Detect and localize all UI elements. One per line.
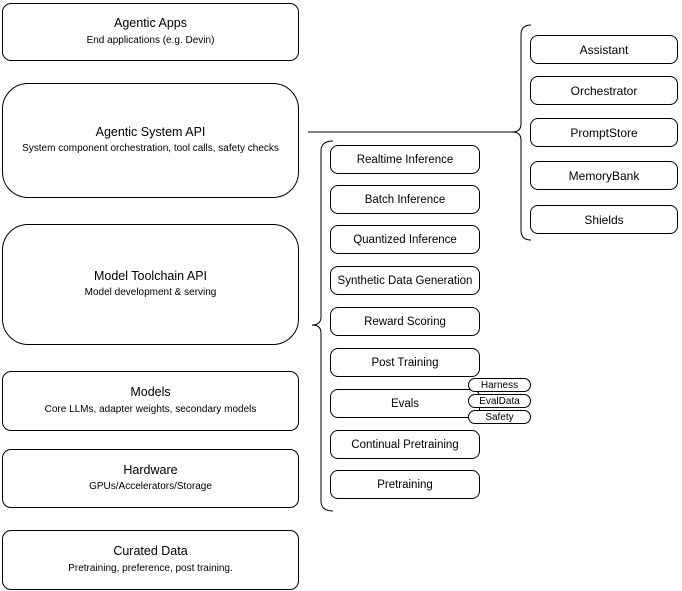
component-box-assistant: Assistant	[530, 35, 678, 64]
layer-title: Model Toolchain API	[93, 268, 208, 283]
toolchain-box-evals: Evals	[330, 389, 480, 418]
layer-box-model-toolchain-api: Model Toolchain API Model development & …	[2, 224, 299, 345]
layer-subtitle: System component orchestration, tool cal…	[22, 143, 279, 155]
toolchain-box-quantized-inference: Quantized Inference	[330, 225, 480, 254]
layer-subtitle: GPUs/Accelerators/Storage	[89, 481, 212, 493]
layer-box-agentic-system-api: Agentic System API System component orch…	[2, 83, 299, 198]
toolchain-box-batch-inference: Batch Inference	[330, 185, 480, 214]
layer-subtitle: Pretraining, preference, post training.	[68, 562, 233, 574]
layer-box-curated-data: Curated Data Pretraining, preference, po…	[2, 530, 299, 590]
layer-title: Models	[130, 385, 171, 400]
layer-box-hardware: Hardware GPUs/Accelerators/Storage	[2, 449, 299, 508]
toolchain-box-synthetic-data-generation: Synthetic Data Generation	[330, 266, 480, 295]
component-box-promptstore: PromptStore	[530, 118, 678, 147]
layer-title: Agentic System API	[95, 124, 206, 139]
layer-title: Agentic Apps	[114, 16, 187, 31]
layer-box-agentic-apps: Agentic Apps End applications (e.g. Devi…	[2, 3, 299, 61]
layer-subtitle: Core LLMs, adapter weights, secondary mo…	[44, 403, 257, 415]
component-box-shields: Shields	[530, 205, 678, 234]
component-box-orchestrator: Orchestrator	[530, 76, 678, 105]
layer-title: Curated Data	[113, 544, 188, 559]
toolchain-box-continual-pretraining: Continual Pretraining	[330, 430, 480, 459]
layer-subtitle: End applications (e.g. Devin)	[86, 34, 215, 46]
toolchain-box-reward-scoring: Reward Scoring	[330, 307, 480, 336]
eval-badge-safety: Safety	[468, 410, 531, 424]
component-box-memorybank: MemoryBank	[530, 161, 678, 190]
eval-badge-harness: Harness	[468, 378, 531, 392]
toolchain-box-pretraining: Pretraining	[330, 470, 480, 499]
toolchain-box-post-training: Post Training	[330, 348, 480, 377]
layer-subtitle: Model development & serving	[84, 287, 217, 299]
layer-title: Hardware	[123, 462, 178, 477]
eval-badge-evaldata: EvalData	[468, 394, 531, 408]
layer-box-models: Models Core LLMs, adapter weights, secon…	[2, 371, 299, 431]
toolchain-box-realtime-inference: Realtime Inference	[330, 145, 480, 174]
group-brace-system-components	[511, 24, 532, 241]
